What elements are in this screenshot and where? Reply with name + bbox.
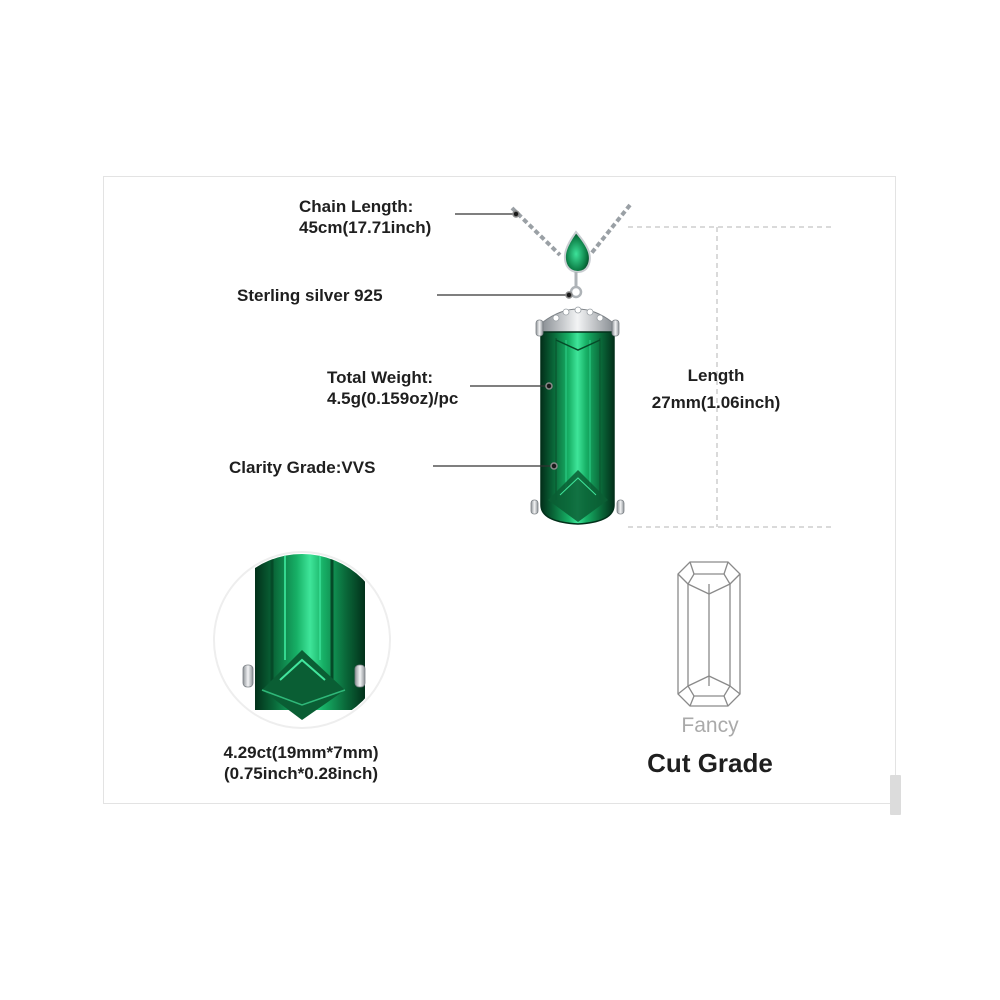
stone-size-inch: (0.75inch*0.28inch) (223, 764, 378, 783)
length-value: 27mm(1.06inch) (651, 393, 781, 412)
total-weight-title: Total Weight: (327, 368, 434, 387)
stone-zoom-detail (213, 551, 391, 729)
leader-lines (433, 213, 568, 467)
total-weight-label: Total Weight: 4.5g(0.159oz)/pc (327, 367, 458, 409)
chain (510, 203, 632, 257)
length-label: Length 27mm(1.06inch) (628, 362, 804, 416)
total-weight-value: 4.5g(0.159oz)/pc (327, 389, 459, 408)
clarity-label: Clarity Grade:VVS (229, 458, 376, 477)
pendant-crown (542, 306, 613, 333)
length-title: Length (687, 366, 745, 385)
emerald-stone (540, 331, 615, 525)
fancy-cut-outline-icon (677, 561, 741, 707)
stone-size-label: 4.29ct(19mm*7mm) (0.75inch*0.28inch) (190, 742, 412, 784)
leader-dots (512, 210, 573, 470)
cut-shape-label: Fancy (681, 714, 739, 737)
product-frame (103, 176, 896, 804)
bail-stone (563, 230, 591, 299)
cut-grade-title: Cut Grade (647, 748, 773, 778)
stone-size-carat: 4.29ct(19mm*7mm) (223, 743, 379, 762)
chain-length-label: Chain Length: 45cm(17.71inch) (299, 196, 431, 238)
material-label: Sterling silver 925 (237, 286, 383, 305)
length-dimension (628, 226, 835, 528)
prongs (530, 319, 625, 515)
scroll-indicator[interactable] (890, 775, 901, 815)
chain-length-value: 45cm(17.71inch) (299, 218, 432, 237)
chain-length-title: Chain Length: (299, 197, 414, 216)
